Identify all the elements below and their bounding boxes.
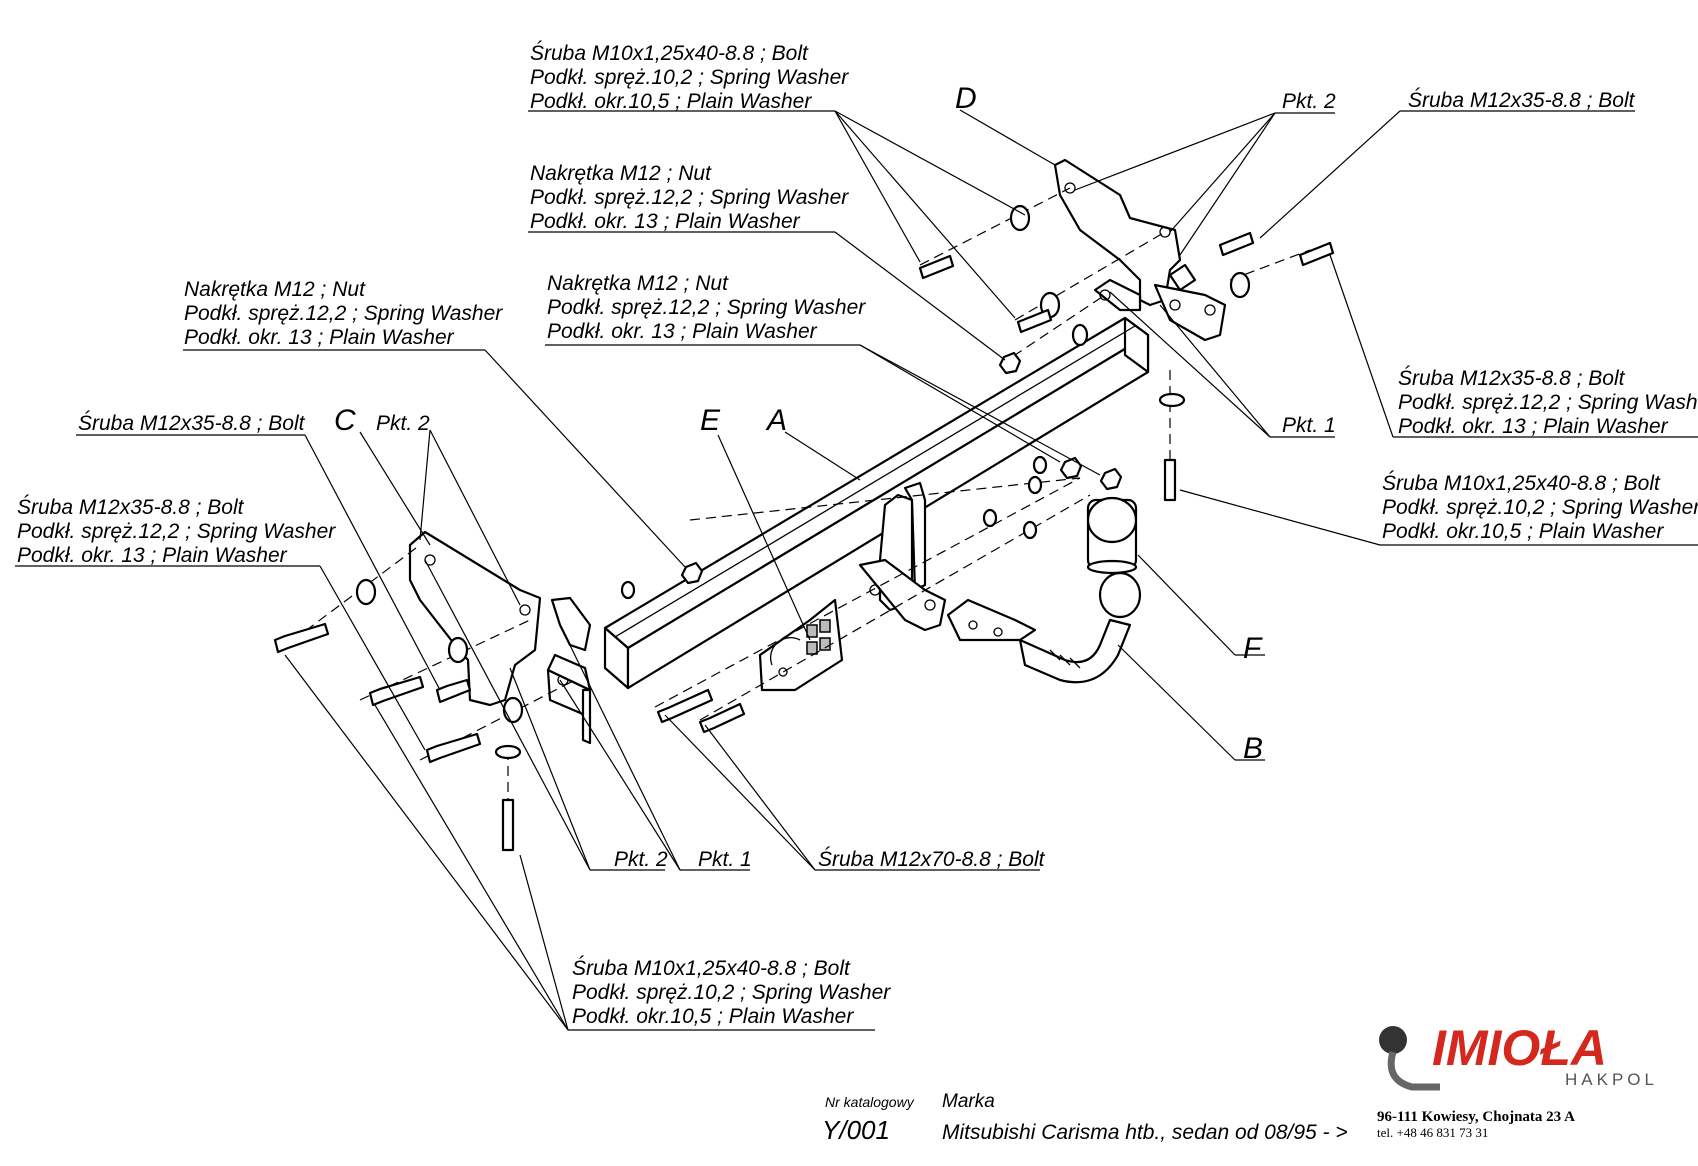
part-letter-a: A [765,404,787,437]
callout-line: Śruba M12x35-8.8 ; Bolt [17,495,245,519]
company-address: 96-111 Kowiesy, Chojnata 23 A [1377,1109,1575,1125]
title-block: Nr katalogowy Y/001 Marka Mitsubishi Car… [822,1091,1348,1145]
socket-plate-e [758,598,844,692]
vehicle-model: Mitsubishi Carisma htb., sedan od 08/95 … [942,1121,1348,1144]
callout-line: Podkł. spręż.12,2 ; Spring Washer [547,296,866,319]
brand-label: Marka [942,1091,995,1112]
company-logo: IMIOŁA HAKPOL [1379,1020,1658,1091]
part-letter-d: D [955,82,977,115]
part-letter-c: C [334,404,356,437]
nuts [680,351,1123,585]
point-label-pkt1-right: Pkt. 1 [1282,414,1336,437]
callout-line: Śruba M10x1,25x40-8.8 ; Bolt [530,41,809,65]
callout-line: Podkł. okr. 13 ; Plain Washer [184,326,455,349]
callout-left-bolt-m12: Śruba M12x35-8.8 ; Bolt Podkł. spręż.12,… [17,495,336,567]
callout-line: Nakrętka M12 ; Nut [530,162,712,185]
leader-lines [15,109,1698,1031]
callout-line: Podkł. spręż.12,2 ; Spring Washer [184,302,503,325]
left-bracket-c [408,530,592,745]
callout-line: Podkł. spręż.12,2 ; Spring Washer [530,186,849,209]
point-label-pkt1-bottom: Pkt. 1 [698,848,752,871]
callout-right-bolt-m10: Śruba M10x1,25x40-8.8 ; Bolt Podkł. sprę… [1382,471,1698,543]
point-label-pkt2-left: Pkt. 2 [376,412,430,435]
callout-line: Śruba M12x35-8.8 ; Bolt [1398,366,1626,390]
logo-sub: HAKPOL [1565,1070,1658,1089]
callout-line: Śruba M10x1,25x40-8.8 ; Bolt [1382,471,1661,495]
crossbar-a [603,316,1150,690]
callout-line: Podkł. okr. 13 ; Plain Washer [547,320,818,343]
part-letter-f: F [1243,632,1263,665]
part-letter-e: E [700,404,721,437]
right-bracket-d [1053,158,1227,342]
callout-line: Podkł. spręż.10,2 ; Spring Washer [1382,496,1698,519]
catalog-number: Y/001 [822,1115,890,1145]
callout-line: Nakrętka M12 ; Nut [184,278,366,301]
part-letter-b: B [1243,732,1263,765]
callout-right-top-bolt-m12: Śruba M12x35-8.8 ; Bolt [1408,88,1636,112]
point-label-pkt2-top: Pkt. 2 [1282,90,1336,113]
logo-name: IMIOŁA [1432,1020,1607,1076]
bolts [273,231,1335,852]
callout-mid-nut-m12: Nakrętka M12 ; Nut Podkł. spręż.12,2 ; S… [547,272,866,343]
callout-line: Podkł. okr.10,5 ; Plain Washer [1382,520,1664,543]
callout-top-bolt-m10: Śruba M10x1,25x40-8.8 ; Bolt Podkł. sprę… [530,41,849,113]
point-label-pkt2-bottom: Pkt. 2 [614,848,668,871]
callout-left-nut-m12: Nakrętka M12 ; Nut Podkł. spręż.12,2 ; S… [184,278,503,349]
tow-ball-neck-b [946,571,1142,684]
callout-line: Podkł. spręż.10,2 ; Spring Washer [530,66,849,89]
callout-line: Podkł. spręż.12,2 ; Spring Washer [1398,391,1698,414]
callout-top-nut-m12: Nakrętka M12 ; Nut Podkł. spręż.12,2 ; S… [530,162,849,233]
assembly-drawing [273,158,1335,852]
callout-line: Podkł. okr. 13 ; Plain Washer [1398,415,1669,438]
callout-line: Podkł. okr. 13 ; Plain Washer [530,210,801,233]
callout-line: Podkł. spręż.12,2 ; Spring Washer [17,520,336,543]
callout-right-bolt-m12: Śruba M12x35-8.8 ; Bolt Podkł. spręż.12,… [1398,366,1698,438]
callout-bottom-bolt-m10: Śruba M10x1,25x40-8.8 ; Bolt Podkł. sprę… [572,956,891,1028]
catalog-label: Nr katalogowy [825,1094,915,1110]
callout-line: Podkł. okr. 13 ; Plain Washer [17,544,288,567]
tow-ball-f [1086,496,1138,575]
washers [355,204,1251,760]
company-phone: tel. +48 46 831 73 31 [1377,1125,1488,1140]
callout-line: Śruba M10x1,25x40-8.8 ; Bolt [572,956,851,980]
callout-bolt-m12x70: Śruba M12x70-8.8 ; Bolt [818,847,1046,871]
callout-line: Podkł. spręż.10,2 ; Spring Washer [572,981,891,1004]
logo-hitch-icon [1379,1026,1440,1091]
callout-line: Podkł. okr.10,5 ; Plain Washer [530,90,812,113]
callout-line: Nakrętka M12 ; Nut [547,272,729,295]
callout-line: Podkł. okr.10,5 ; Plain Washer [572,1005,854,1028]
callout-left-bolt-m12-single: Śruba M12x35-8.8 ; Bolt [78,411,306,435]
